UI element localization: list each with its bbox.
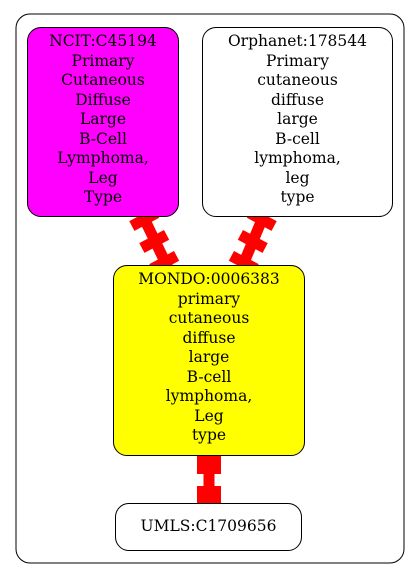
node-label-line: UMLS:C1709656: [140, 517, 277, 536]
node-label-line: Leg: [194, 406, 224, 425]
edge-mondo-umls: [197, 450, 221, 508]
node-label-line: leg: [285, 168, 310, 187]
node-label-line: Primary: [266, 51, 329, 70]
node-label-line: MONDO:0006383: [138, 270, 280, 288]
node-label-line: primary: [177, 289, 241, 308]
node-label-line: type: [280, 188, 315, 206]
node-label-line: large: [188, 348, 230, 366]
node-label-line: Leg: [88, 168, 118, 187]
edge-ncit-mondo: [129, 207, 180, 275]
node-label-line: lymphoma,: [254, 149, 341, 167]
node-label-line: cutaneous: [257, 71, 338, 89]
node-label-line: diffuse: [182, 328, 236, 347]
node-label-line: type: [191, 426, 227, 444]
node-label-line: B-cell: [186, 367, 232, 386]
node-label-line: cutaneous: [168, 309, 250, 327]
node-label-line: Type: [83, 188, 123, 206]
node-label-line: lymphoma,: [165, 387, 253, 405]
node-label-line: B-cell: [275, 129, 320, 148]
node-label-line: B-Cell: [79, 129, 127, 148]
node-label-line: large: [277, 110, 318, 128]
node-label-line: Cutaneous: [61, 71, 145, 89]
node-label-line: Primary: [71, 51, 135, 70]
cluster-boundary: [15, 13, 405, 564]
node-label-line: Diffuse: [75, 90, 131, 109]
node-label-line: diffuse: [270, 90, 324, 109]
node-label-line: Lymphoma,: [57, 149, 149, 167]
node-label-line: NCIT:C45194: [49, 32, 157, 50]
edge-orphanet-mondo: [228, 207, 277, 275]
node-label-line: Large: [79, 110, 127, 128]
node-umls[interactable]: UMLS:C1709656: [115, 503, 302, 551]
node-label-line: Orphanet:178544: [227, 32, 368, 50]
